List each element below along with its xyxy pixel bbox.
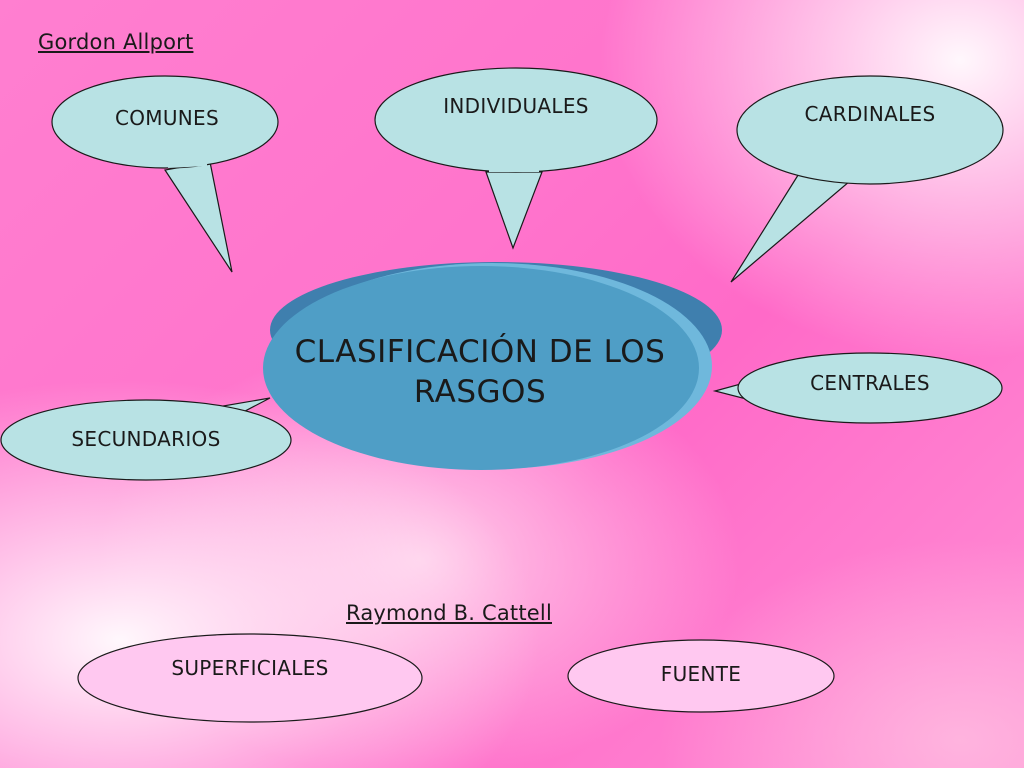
center-node	[263, 262, 722, 470]
center-title-line2: RASGOS	[413, 374, 547, 410]
label-fuente: FUENTE	[660, 662, 742, 686]
label-individuales: INDIVIDUALES	[443, 94, 589, 118]
center-title-line1: CLASIFICACIÓN DE LOS	[294, 334, 666, 370]
bubble-individuales	[374, 67, 658, 250]
bubble-superficiales	[77, 633, 423, 723]
label-cardinales: CARDINALES	[804, 102, 936, 126]
heading-gordon-allport: Gordon Allport	[38, 30, 194, 54]
label-comunes: COMUNES	[115, 106, 219, 130]
bubble-fuente	[567, 639, 835, 713]
bubble-secundarios	[0, 397, 292, 481]
label-secundarios: SECUNDARIOS	[71, 427, 221, 451]
heading-raymond-cattell: Raymond B. Cattell	[346, 601, 552, 625]
bubble-centrales	[712, 352, 1003, 424]
center-title: CLASIFICACIÓN DE LOS RASGOS	[270, 332, 690, 412]
label-centrales: CENTRALES	[810, 371, 930, 395]
bubble-comunes	[51, 75, 279, 273]
bubble-cardinales	[730, 75, 1004, 283]
label-superficiales: SUPERFICIALES	[171, 656, 329, 680]
